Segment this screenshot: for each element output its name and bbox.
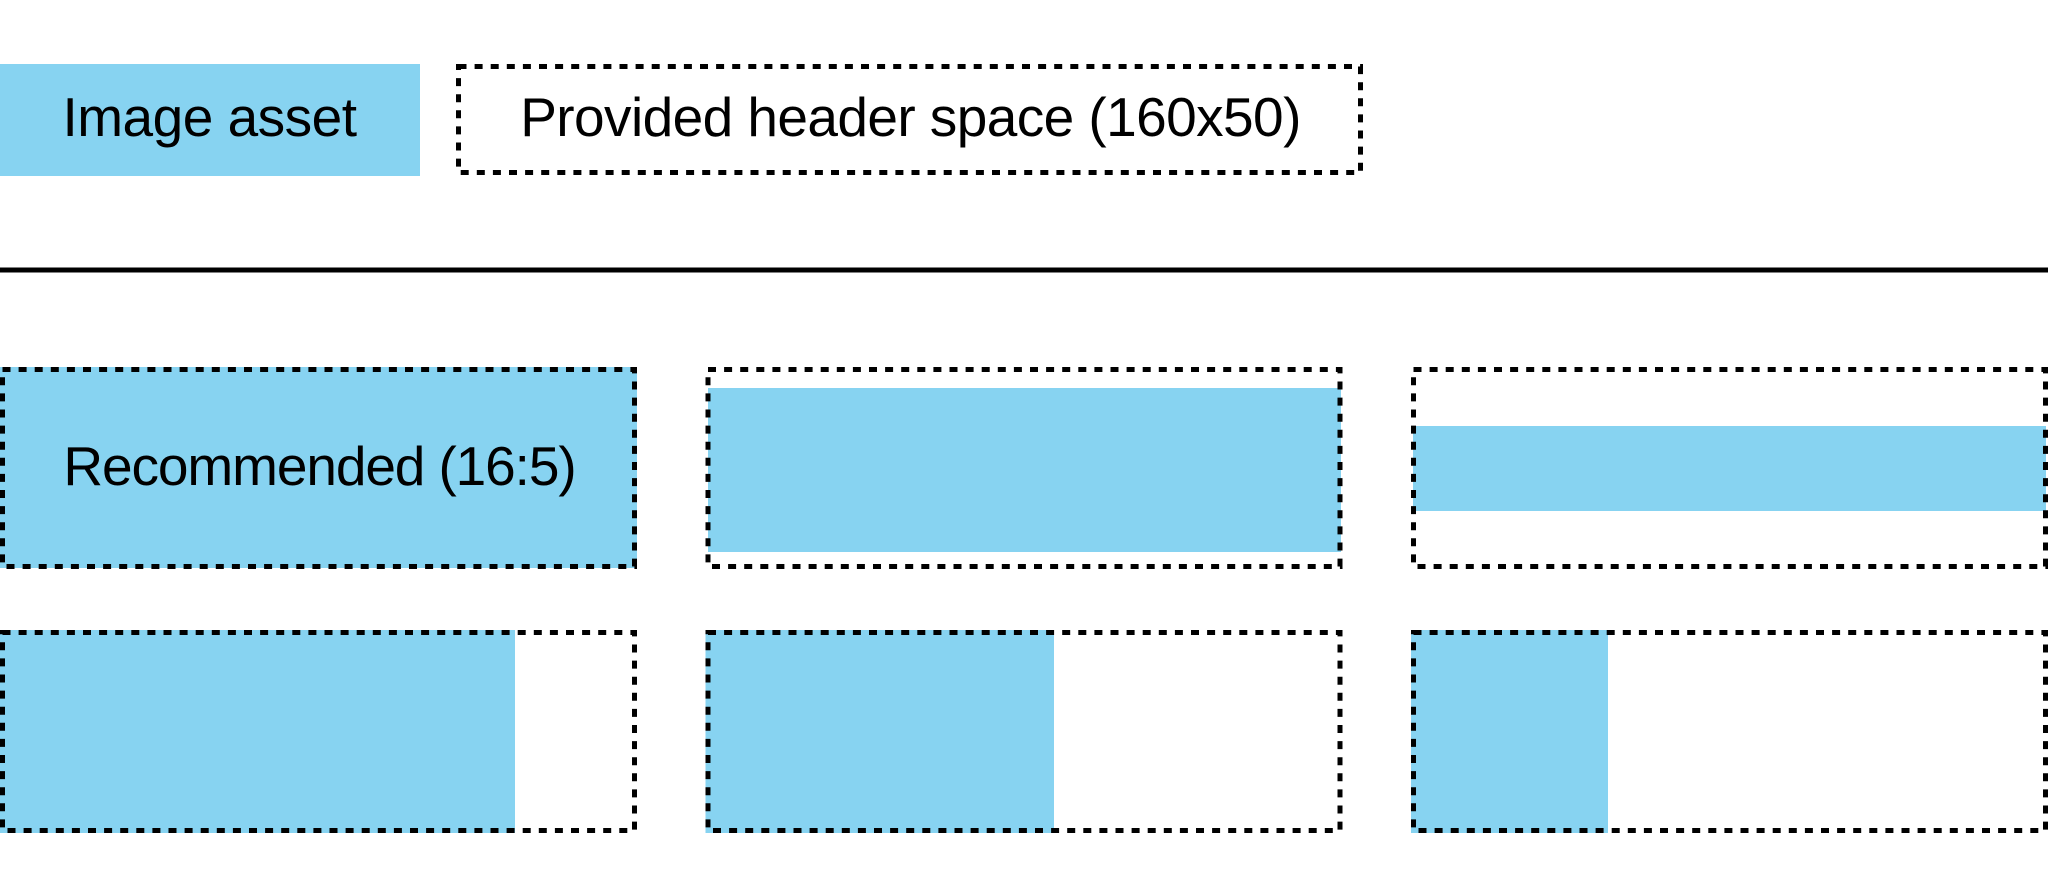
svg-text:Provided header space (160x50): Provided header space (160x50) bbox=[520, 86, 1301, 148]
svg-text:Image asset: Image asset bbox=[62, 86, 356, 148]
svg-text:Recommended (16:5): Recommended (16:5) bbox=[63, 435, 575, 497]
